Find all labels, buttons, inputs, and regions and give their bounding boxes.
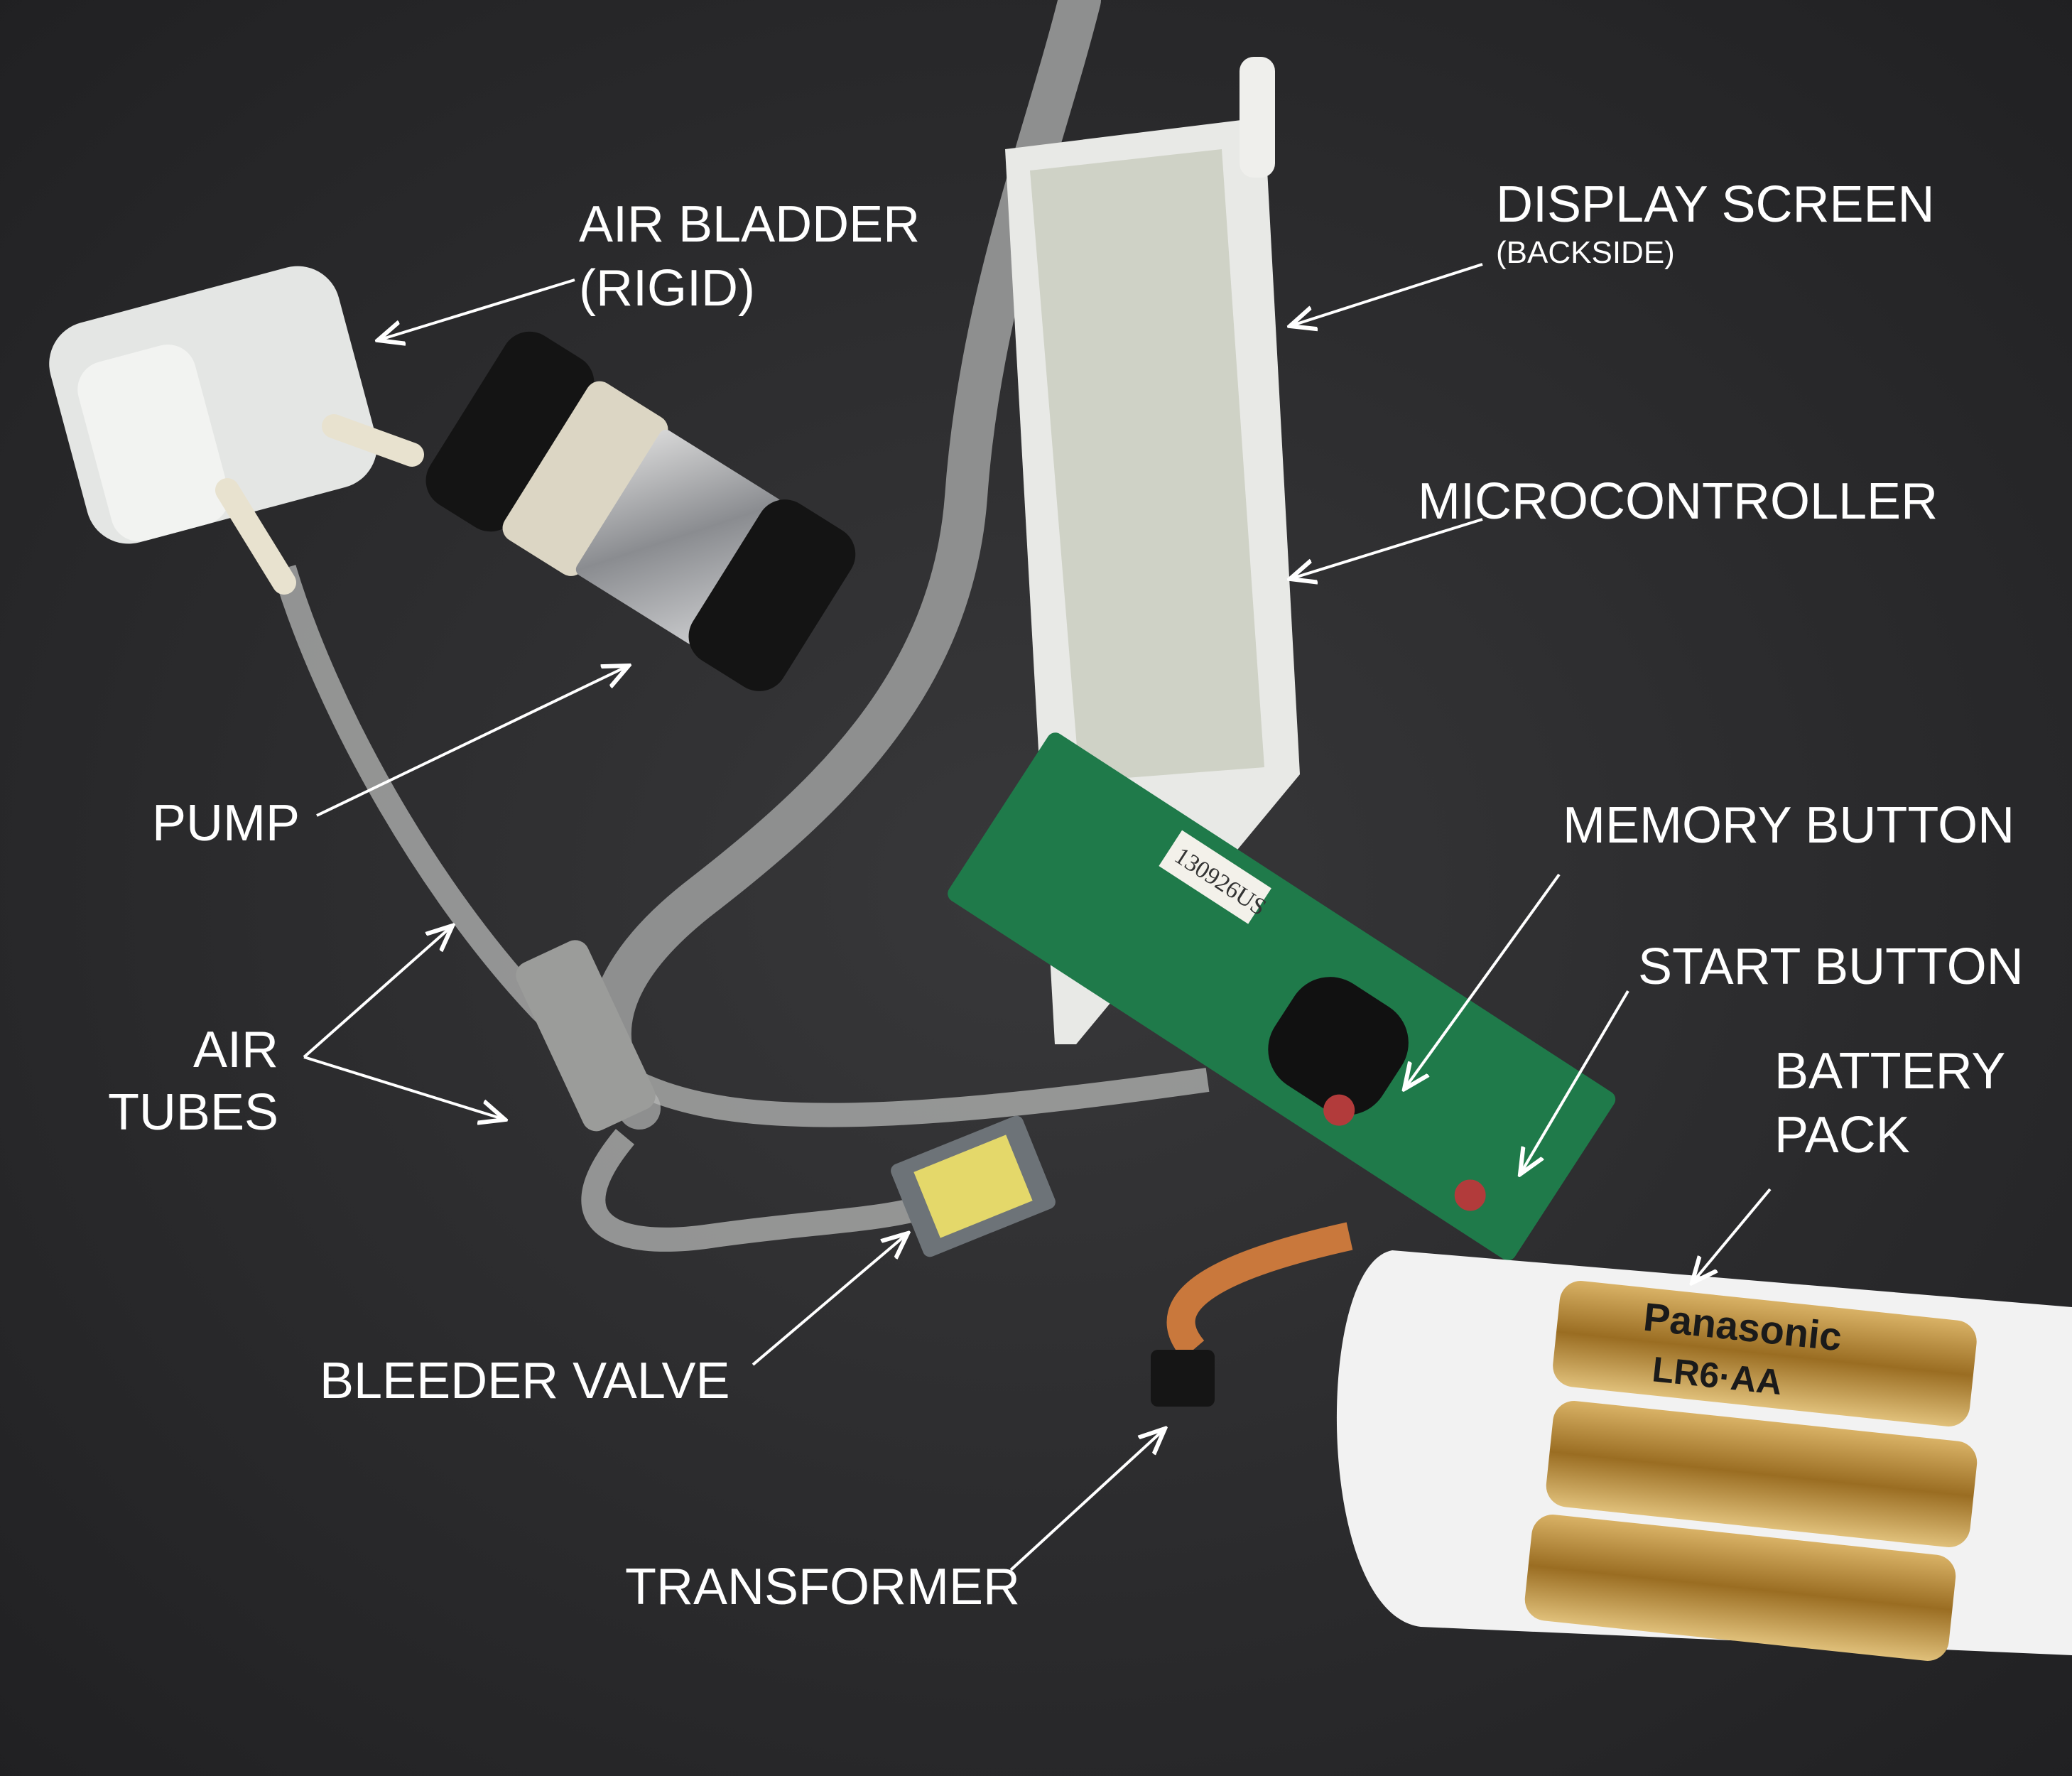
ribbon-wires	[1166, 1222, 1353, 1359]
arrow	[378, 278, 575, 340]
label-battery-pack: BATTERY PACK	[1692, 1043, 2005, 1283]
label-start-button: START BUTTON	[1520, 938, 2024, 1174]
label-text: BLEEDER VALVE	[320, 1353, 730, 1409]
label-text: BATTERY	[1774, 1043, 2005, 1100]
label-text: PUMP	[152, 795, 300, 852]
bleeder-valve	[891, 1115, 1056, 1257]
label-note: (BACKSIDE)	[1496, 235, 1675, 270]
label-text: TRANSFORMER	[625, 1559, 1020, 1615]
label-transformer: TRANSFORMER	[625, 1429, 1165, 1615]
label-air-tubes: AIR TUBES	[108, 926, 505, 1141]
arrow	[1290, 518, 1483, 579]
arrow	[1520, 990, 1629, 1174]
label-bleeder-valve: BLEEDER VALVE	[320, 1233, 908, 1409]
air-tube	[581, 1129, 927, 1252]
label-pump: PUMP	[152, 666, 629, 852]
label-microcontroller: MICROCONTROLLER	[1290, 473, 1938, 579]
label-text: TUBES	[108, 1084, 278, 1141]
arrow	[752, 1233, 908, 1366]
pump	[425, 331, 856, 691]
memory-button-part	[1323, 1094, 1355, 1126]
label-text: DISPLAY SCREEN	[1496, 176, 1935, 233]
label-memory-button: MEMORY BUTTON	[1404, 797, 2014, 1089]
label-text: PACK	[1774, 1107, 1910, 1164]
arrow	[316, 666, 629, 817]
transformer-part	[1151, 1350, 1215, 1407]
arrow	[303, 926, 452, 1058]
arrow	[303, 1056, 505, 1120]
arrow	[1692, 1188, 1772, 1283]
label-text: MICROCONTROLLER	[1418, 473, 1938, 530]
pcb-microcontroller-board: 130926US	[948, 732, 1616, 1261]
label-text: MEMORY BUTTON	[1563, 797, 2014, 854]
label-air-bladder: AIR BLADDER (RIGID)	[378, 196, 920, 340]
arrow	[1404, 873, 1561, 1089]
tube-connector	[516, 940, 656, 1132]
label-text: START BUTTON	[1638, 938, 2024, 995]
arrow	[1290, 263, 1483, 326]
battery-pack: Panasonic LR6·AA	[1336, 1250, 2072, 1661]
start-button-part	[1454, 1179, 1486, 1211]
label-text: AIR BLADDER	[579, 196, 920, 253]
label-text: (RIGID)	[579, 260, 755, 317]
arrow	[1009, 1429, 1165, 1571]
label-text: AIR	[193, 1022, 278, 1078]
air-bladder	[49, 266, 424, 595]
label-display-screen: DISPLAY SCREEN (BACKSIDE)	[1290, 176, 1935, 326]
